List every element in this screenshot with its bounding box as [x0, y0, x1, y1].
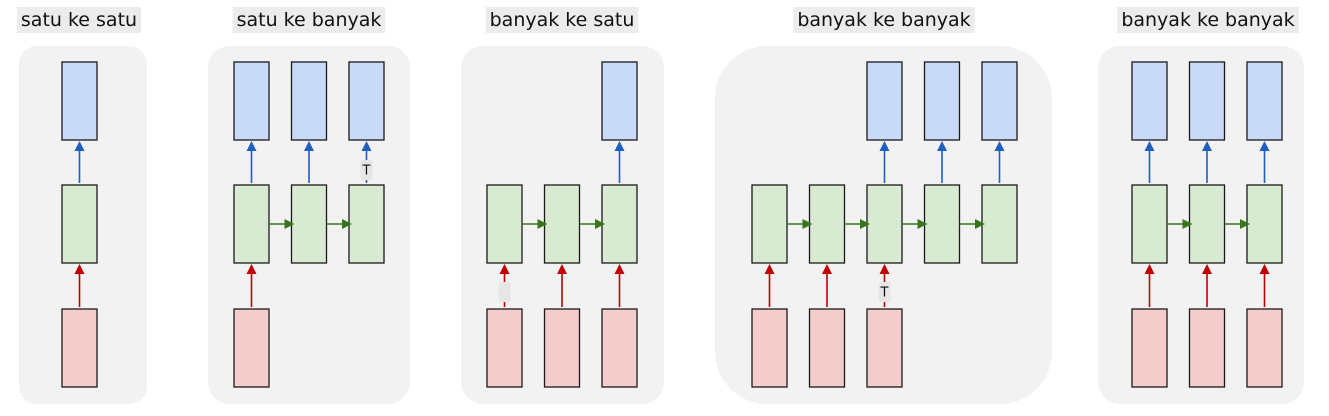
output-box [348, 61, 385, 141]
panel-5: banyak ke banyak [1098, 7, 1304, 404]
input-box [808, 308, 846, 388]
input-box [601, 308, 638, 388]
input-box [61, 308, 98, 388]
hidden-state-box [1131, 184, 1168, 264]
input-box [233, 308, 270, 388]
panel-title: banyak ke banyak [1121, 9, 1294, 31]
panel-title-background [232, 7, 386, 33]
panel-title-background [793, 7, 975, 33]
hidden-state-box [808, 184, 846, 264]
output-box [61, 61, 98, 141]
output-box [1131, 61, 1168, 141]
output-box [981, 61, 1018, 141]
hidden-state-box [543, 184, 581, 264]
panel-title-background [16, 7, 142, 33]
hidden-state-box [866, 184, 903, 264]
input-box [543, 308, 581, 388]
overlay-marker [360, 160, 373, 180]
output-box [601, 61, 638, 141]
output-box [1246, 61, 1283, 141]
overlay-marker [878, 282, 891, 302]
input-box [751, 308, 788, 388]
hidden-state-box [981, 184, 1018, 264]
output-box [866, 61, 903, 141]
panel-title: satu ke banyak [237, 9, 382, 31]
hidden-state-box [751, 184, 788, 264]
input-box [1188, 308, 1226, 388]
hidden-state-box [486, 184, 523, 264]
input-box [866, 308, 903, 388]
overlay-marker [498, 282, 511, 302]
output-box [290, 61, 328, 141]
input-box [1131, 308, 1168, 388]
panel-title: banyak ke satu [490, 9, 635, 31]
panel-3: banyak ke satu [461, 7, 664, 404]
hidden-state-box [923, 184, 961, 264]
hidden-state-box [348, 184, 385, 264]
hidden-state-box [1246, 184, 1283, 264]
input-box [1246, 308, 1283, 388]
hidden-state-box [290, 184, 328, 264]
overlay-marker-label: T [880, 286, 889, 301]
hidden-state-box [233, 184, 270, 264]
hidden-state-box [61, 184, 98, 264]
panel-title: satu ke satu [21, 9, 137, 31]
output-box [1188, 61, 1226, 141]
panel-1: satu ke satu [16, 7, 147, 404]
output-box [233, 61, 270, 141]
overlay-marker-label: T [362, 164, 371, 179]
hidden-state-box [601, 184, 638, 264]
input-box [486, 308, 523, 388]
panel-title-background [1117, 7, 1299, 33]
panel-title: banyak ke banyak [797, 9, 970, 31]
hidden-state-box [1188, 184, 1226, 264]
output-box [923, 61, 961, 141]
panel-title-background [485, 7, 639, 33]
